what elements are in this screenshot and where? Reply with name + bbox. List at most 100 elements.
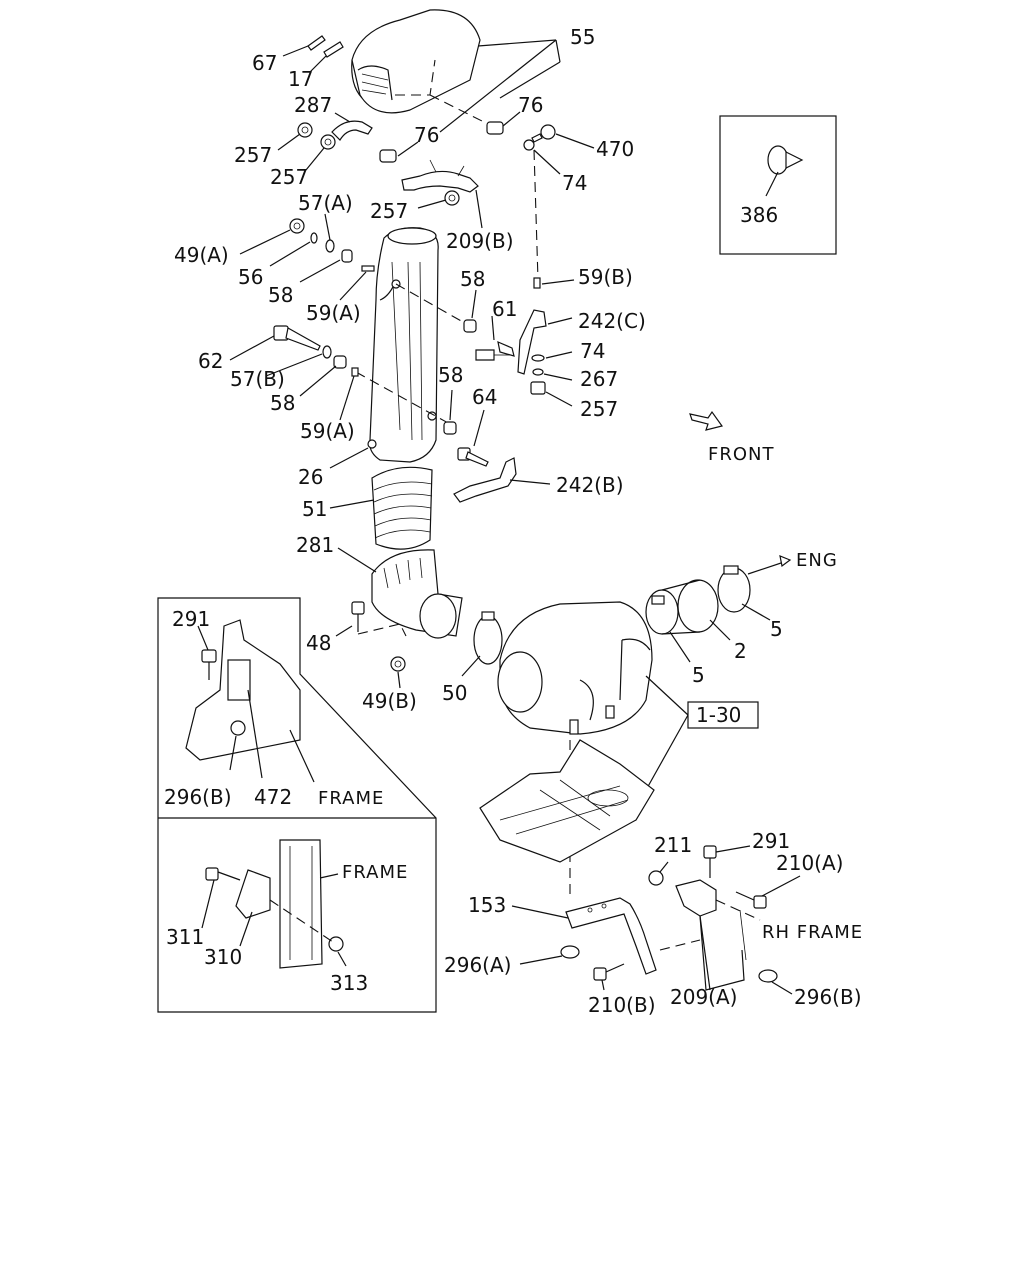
callout-257: 257: [580, 397, 618, 421]
callout-1-30: 1-30: [696, 703, 741, 727]
callout-281: 281: [296, 533, 334, 557]
bracket-209a-part: [659, 879, 761, 991]
callout-5: 5: [770, 617, 783, 641]
frame-bracket-inset-part: [185, 619, 301, 761]
nut-part: [444, 190, 460, 206]
callout-472: 472: [254, 785, 292, 809]
callout-287: 287: [294, 93, 332, 117]
frame-label: FRAME: [342, 862, 408, 883]
text-labels: FRONT ENG FRAME FRAME RH FRAME: [318, 444, 863, 943]
frame-rail-inset-part: [205, 839, 344, 969]
callout-17: 17: [288, 67, 313, 91]
callout-267: 267: [580, 367, 618, 391]
callout-49a: 49(A): [174, 243, 229, 267]
inset-box-386: [719, 115, 837, 255]
front-label: FRONT: [708, 444, 775, 465]
callout-57b: 57(B): [230, 367, 285, 391]
callout-48: 48: [306, 631, 331, 655]
callout-313: 313: [330, 971, 368, 995]
clip-386-part: [767, 145, 804, 175]
callout-58: 58: [438, 363, 463, 387]
callout-55: 55: [570, 25, 595, 49]
front-arrow-icon: [689, 410, 724, 431]
rubber-boot-part: [371, 466, 433, 550]
eng-label: ENG: [796, 550, 838, 571]
bolt-62-part: [273, 325, 359, 377]
rh-frame-label: RH FRAME: [762, 922, 863, 943]
bushing-part: [443, 421, 457, 435]
callout-67: 67: [252, 51, 277, 75]
callout-58: 58: [460, 267, 485, 291]
bracket-287-part: [331, 120, 373, 141]
callout-296b: 296(B): [164, 785, 232, 809]
callout-211: 211: [654, 833, 692, 857]
callout-74: 74: [580, 339, 605, 363]
callout-209a: 209(A): [670, 985, 737, 1009]
bushing-part: [463, 319, 477, 333]
callout-257: 257: [270, 165, 308, 189]
mounting-tray-part: [479, 739, 655, 863]
nut-part: [390, 656, 406, 672]
hose-2-part: [645, 565, 751, 635]
bolt-61-part: [475, 349, 510, 361]
callout-209b: 209(B): [446, 229, 514, 253]
callout-59a: 59(A): [306, 301, 361, 325]
callout-58: 58: [268, 283, 293, 307]
callout-153: 153: [468, 893, 506, 917]
bolt-470-part: [531, 124, 556, 143]
frame-label: FRAME: [318, 788, 384, 809]
stay-153-part: [565, 897, 657, 975]
callout-51: 51: [302, 497, 327, 521]
callout-labels: 55 67 17 287 76 76 470 257 257 74 57(A) …: [164, 25, 862, 1017]
callout-296b: 296(B): [794, 985, 862, 1009]
callout-58: 58: [270, 391, 295, 415]
callout-49b: 49(B): [362, 689, 417, 713]
callout-50: 50: [442, 681, 467, 705]
nut-296b-part: [758, 969, 778, 983]
air-cleaner-part: [497, 601, 653, 735]
callout-386: 386: [740, 203, 778, 227]
bolt-64-part: [457, 447, 489, 467]
bolt-48-part: [351, 601, 365, 632]
callout-59b: 59(B): [578, 265, 633, 289]
callout-291: 291: [752, 829, 790, 853]
washer-nut-stack-part: [530, 354, 546, 395]
callout-74: 74: [562, 171, 587, 195]
callout-57a: 57(A): [298, 191, 353, 215]
callout-291: 291: [172, 607, 210, 631]
intake-pipe-part: [367, 227, 439, 463]
callout-242b: 242(B): [556, 473, 624, 497]
callout-310: 310: [204, 945, 242, 969]
callout-76: 76: [518, 93, 543, 117]
elbow-duct-part: [371, 549, 463, 639]
callout-box: [687, 701, 759, 729]
rubber-mount-part: [379, 121, 504, 163]
callout-64: 64: [472, 385, 497, 409]
bolt-291-part: [703, 845, 717, 878]
callout-210a: 210(A): [776, 851, 843, 875]
callout-296a: 296(A): [444, 953, 511, 977]
callout-76: 76: [414, 123, 439, 147]
callout-5: 5: [692, 663, 705, 687]
callout-257: 257: [370, 199, 408, 223]
nut-296a-part: [560, 945, 580, 959]
nut-211-part: [648, 870, 664, 886]
bracket-209b-part: [401, 170, 479, 193]
washer-part: [523, 139, 535, 151]
intake-hood-part: [351, 9, 491, 126]
callout-56: 56: [238, 265, 263, 289]
bracket-242c-part: [497, 277, 547, 375]
callout-2: 2: [734, 639, 747, 663]
callout-62: 62: [198, 349, 223, 373]
nut-part: [297, 122, 336, 150]
callout-257: 257: [234, 143, 272, 167]
callout-242c: 242(C): [578, 309, 646, 333]
callout-210b: 210(B): [588, 993, 656, 1017]
bolt-210b-part: [593, 963, 625, 981]
callout-470: 470: [596, 137, 634, 161]
callout-26: 26: [298, 465, 323, 489]
label-plate-part: [307, 35, 344, 58]
bracket-242b-part: [453, 457, 517, 503]
callout-311: 311: [166, 925, 204, 949]
